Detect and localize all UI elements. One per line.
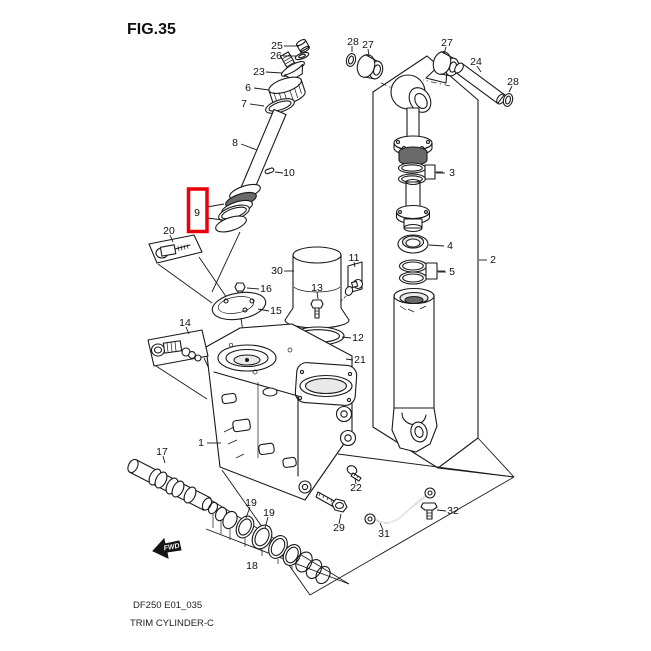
part-17-shaft bbox=[127, 458, 213, 511]
part-label-29: 29 bbox=[333, 522, 345, 534]
part-20-valve-kit bbox=[148, 234, 203, 264]
part-27-bushing-left bbox=[356, 54, 384, 80]
part-13-bolt bbox=[310, 299, 324, 319]
part-4-bushing bbox=[397, 234, 429, 254]
part-label-25: 25 bbox=[271, 40, 283, 52]
part-9-oring-set bbox=[206, 203, 250, 233]
part-label-14: 14 bbox=[179, 317, 191, 329]
part-label-28: 28 bbox=[347, 36, 359, 48]
part-label-31: 31 bbox=[378, 528, 390, 540]
part-label-19: 19 bbox=[245, 497, 257, 509]
part-label-20: 20 bbox=[163, 225, 175, 237]
footer-figure-name: TRIM CYLINDER-C bbox=[130, 618, 214, 629]
figure-title: FIG.35 bbox=[127, 21, 176, 38]
part-28-oring-right bbox=[502, 93, 514, 107]
part-30-reservoir-tank bbox=[284, 246, 350, 399]
part-32-bolt bbox=[420, 502, 438, 520]
part-label-17: 17 bbox=[156, 446, 168, 458]
fwd-marker-label: FWD bbox=[163, 543, 180, 553]
part-15-pump-cover bbox=[211, 291, 267, 355]
part-label-24: 24 bbox=[470, 56, 482, 68]
fwd-marker: FWD bbox=[152, 537, 182, 559]
part-label-2: 2 bbox=[490, 254, 496, 266]
part-label-9: 9 bbox=[194, 207, 200, 219]
part-label-22: 22 bbox=[350, 482, 362, 494]
part-label-5: 5 bbox=[449, 266, 455, 278]
part-24-pin bbox=[454, 62, 506, 105]
part-label-6: 6 bbox=[245, 82, 251, 94]
part-label-27: 27 bbox=[362, 39, 374, 51]
part-1-cylinder-body bbox=[205, 323, 358, 501]
part-label-32: 32 bbox=[447, 505, 459, 517]
part-2-rod bbox=[393, 107, 433, 166]
part-2-guide bbox=[395, 178, 431, 233]
part-2-cylinder-body bbox=[391, 287, 438, 453]
part-28-oring-left bbox=[345, 53, 357, 67]
part-27-bushing-right bbox=[432, 51, 460, 77]
footer-model-code: DF250 E01_035 bbox=[133, 600, 202, 611]
part-2-rod-eye bbox=[390, 74, 432, 113]
part-26-washer bbox=[294, 51, 310, 61]
part-label-8: 8 bbox=[232, 137, 238, 149]
part-25-nut bbox=[296, 38, 310, 54]
part-2-assembly-box bbox=[372, 55, 479, 469]
part-label-4: 4 bbox=[447, 240, 453, 252]
part-label-7: 7 bbox=[241, 98, 247, 110]
part-5-orings bbox=[398, 259, 445, 285]
part-label-3: 3 bbox=[449, 167, 455, 179]
part-label-15: 15 bbox=[270, 305, 282, 317]
part-3-orings bbox=[397, 162, 443, 185]
part-label-1: 1 bbox=[198, 437, 204, 449]
part-label-27: 27 bbox=[441, 37, 453, 49]
highlight-box-part-9 bbox=[186, 187, 209, 234]
part-8-piston-rod bbox=[221, 108, 287, 217]
part-31-battery-cable bbox=[364, 487, 436, 525]
part-22-screw bbox=[346, 465, 362, 482]
part-label-11: 11 bbox=[349, 252, 360, 264]
part-18-19-ring-set bbox=[207, 501, 331, 585]
part-10-pin bbox=[264, 167, 275, 175]
part-label-28: 28 bbox=[507, 76, 519, 88]
part-label-16: 16 bbox=[260, 283, 272, 295]
part-label-12: 12 bbox=[352, 332, 364, 344]
part-29-bolt bbox=[315, 491, 348, 513]
part-label-19: 19 bbox=[263, 507, 275, 519]
part-11-check-valve bbox=[338, 261, 364, 304]
part-label-21: 21 bbox=[354, 354, 366, 366]
part-14-valve-kit bbox=[147, 329, 209, 367]
part-label-30: 30 bbox=[271, 265, 283, 277]
part-label-13: 13 bbox=[311, 282, 323, 294]
label-leader-lines bbox=[162, 45, 513, 531]
part-labels-layer: 2526236781092016301311151412211171919182… bbox=[156, 36, 519, 572]
part-label-18: 18 bbox=[246, 560, 258, 572]
part-label-23: 23 bbox=[253, 66, 265, 78]
part-7-oring bbox=[265, 98, 295, 114]
part-label-10: 10 bbox=[283, 167, 295, 179]
part-label-26: 26 bbox=[270, 50, 282, 62]
part-23-manual-release-valve bbox=[279, 51, 305, 80]
